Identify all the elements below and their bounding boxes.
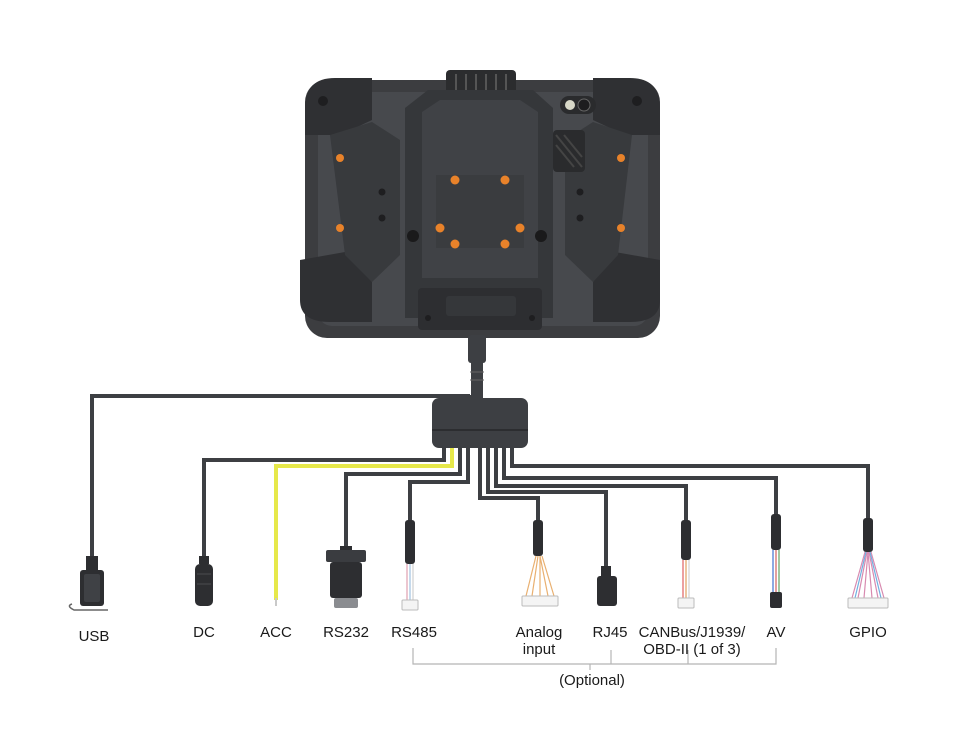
rj45-connector-icon — [597, 566, 617, 606]
cable-analog — [478, 448, 540, 522]
label-analog-input: Analog input — [506, 624, 572, 658]
cable-dc — [202, 448, 446, 560]
pin-connector-icon-canbus — [677, 520, 695, 609]
av-connector-icon — [770, 514, 782, 608]
pin-connector-icon-rs485 — [401, 520, 419, 611]
db9-connector-icon — [326, 546, 366, 608]
label-analog-line2: input — [522, 641, 556, 658]
label-av: AV — [766, 624, 786, 641]
cable-rs485 — [408, 448, 470, 522]
pin-connector-icon-analog — [521, 520, 559, 607]
label-optional: (Optional) — [559, 672, 625, 689]
label-usb: USB — [78, 628, 110, 645]
label-rs232: RS232 — [323, 624, 369, 641]
cable-rs232 — [344, 448, 462, 548]
cable-rj45 — [486, 448, 608, 568]
label-analog-line1: Analog — [515, 624, 563, 641]
main-cable — [468, 335, 486, 399]
pin-connector-icon-gpio — [847, 518, 889, 609]
tablet-device — [300, 70, 660, 338]
label-dc: DC — [193, 624, 215, 641]
cable-usb — [90, 394, 472, 560]
splitter-box — [432, 398, 528, 448]
label-canbus-line2: OBD-II (1 of 3) — [643, 641, 741, 658]
label-acc: ACC — [260, 624, 292, 641]
label-gpio: GPIO — [849, 624, 887, 641]
cable-gpio — [510, 448, 870, 520]
optional-bracket — [412, 648, 777, 670]
usb-connector-icon — [68, 556, 108, 611]
label-rj45: RJ45 — [592, 624, 628, 641]
label-rs485: RS485 — [391, 624, 437, 641]
label-canbus: CANBus/J1939/ OBD-II (1 of 3) — [636, 624, 748, 658]
cable-acc — [274, 448, 454, 600]
dc-barrel-connector-icon — [195, 556, 213, 606]
cable-av — [502, 448, 778, 516]
cable-canbus — [494, 448, 688, 522]
label-canbus-line1: CANBus/J1939/ — [638, 624, 746, 641]
